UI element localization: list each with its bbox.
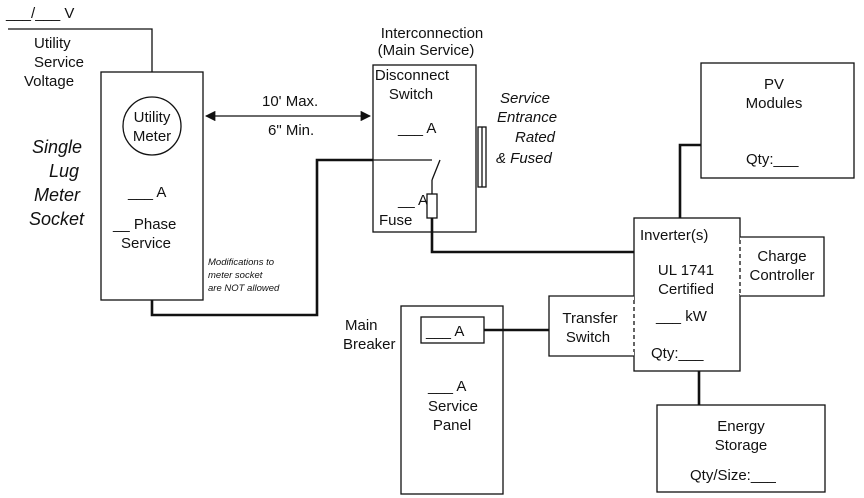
modifications-note-line2: meter socket (208, 270, 263, 281)
service-panel-title-line2: Panel (433, 417, 471, 434)
fuse-amps: __ A (397, 192, 428, 209)
charge-controller-title-line2: Controller (749, 267, 814, 284)
fuse-to-inverter-wire (430, 218, 634, 254)
energy-storage-box (656, 404, 826, 493)
distance-max: 10' Max. (262, 93, 318, 110)
energy-storage-qty: Qty/Size:___ (690, 467, 777, 484)
charge-controller-title-line1: Charge (757, 248, 806, 265)
service-entrance-line1: Service (500, 90, 550, 107)
inverter-kw: ___ kW (655, 308, 708, 325)
energy-storage-title-line2: Storage (715, 437, 768, 454)
disconnect-amps: ___ A (397, 120, 436, 137)
service-panel-amps: ___ A (427, 378, 466, 395)
transfer-switch-title-line1: Transfer (562, 310, 617, 327)
disconnect-switch-box (372, 64, 477, 233)
utility-label-line1: Utility (34, 35, 71, 52)
socket-label-line1: Single (32, 137, 82, 157)
interconnection-heading-line1: Interconnection (381, 25, 484, 42)
utility-label-line2: Service (34, 54, 84, 71)
utility-meter-circle (122, 96, 182, 156)
inverter-title: Inverter(s) (640, 227, 708, 244)
main-breaker-box (420, 316, 485, 344)
service-entrance-line4: & Fused (496, 150, 553, 167)
utility-label-line3: Voltage (24, 73, 74, 90)
modifications-note-line1: Modifications to (208, 257, 274, 268)
meter-to-disconnect-wire (150, 158, 373, 317)
service-entrance-line2: Entrance (497, 109, 557, 126)
socket-label-line4: Socket (29, 209, 85, 229)
transfer-switch-box (548, 295, 634, 357)
main-breaker-label-line2: Breaker (343, 336, 396, 353)
distance-min: 6" Min. (268, 122, 314, 139)
modifications-note-line3: are NOT allowed (208, 283, 280, 294)
pv-to-inverter-wire (678, 143, 701, 218)
charge-controller-box (740, 236, 825, 297)
inverter-qty: Qty:___ (651, 345, 704, 362)
pv-title-line2: Modules (746, 95, 803, 112)
utility-meter-label-line1: Utility (134, 109, 171, 126)
pv-title-line1: PV (764, 76, 784, 93)
inverter-cert-line2: Certified (658, 281, 714, 298)
service-entrance-line3: Rated (515, 129, 556, 146)
transfer-switch-title-line2: Switch (566, 329, 610, 346)
meter-phase: __ Phase (112, 216, 176, 233)
main-breaker-label-line1: Main (345, 317, 378, 334)
socket-label-line3: Meter (34, 185, 81, 205)
interconnection-heading-line2: (Main Service) (378, 42, 475, 59)
disconnect-title-line2: Switch (389, 86, 433, 103)
utility-service-line (8, 28, 153, 72)
socket-label-line2: Lug (49, 161, 79, 181)
pv-qty: Qty:___ (746, 151, 799, 168)
inverter-box (633, 217, 741, 372)
disconnect-title-line1: Disconnect (375, 67, 450, 84)
utility-voltage-blank: ___/___ V (5, 5, 74, 22)
meter-amps: ___ A (127, 184, 166, 201)
energy-storage-title-line1: Energy (717, 418, 765, 435)
meter-service: Service (121, 235, 171, 252)
inverter-cert-line1: UL 1741 (658, 262, 714, 279)
fuse-label: Fuse (379, 212, 412, 229)
switch-blade (431, 159, 441, 181)
fuse-icon (426, 193, 438, 219)
service-panel-title-line1: Service (428, 398, 478, 415)
main-breaker-amps: ___ A (425, 323, 464, 340)
utility-meter-label-line2: Meter (133, 128, 171, 145)
pv-modules-box (700, 62, 855, 179)
